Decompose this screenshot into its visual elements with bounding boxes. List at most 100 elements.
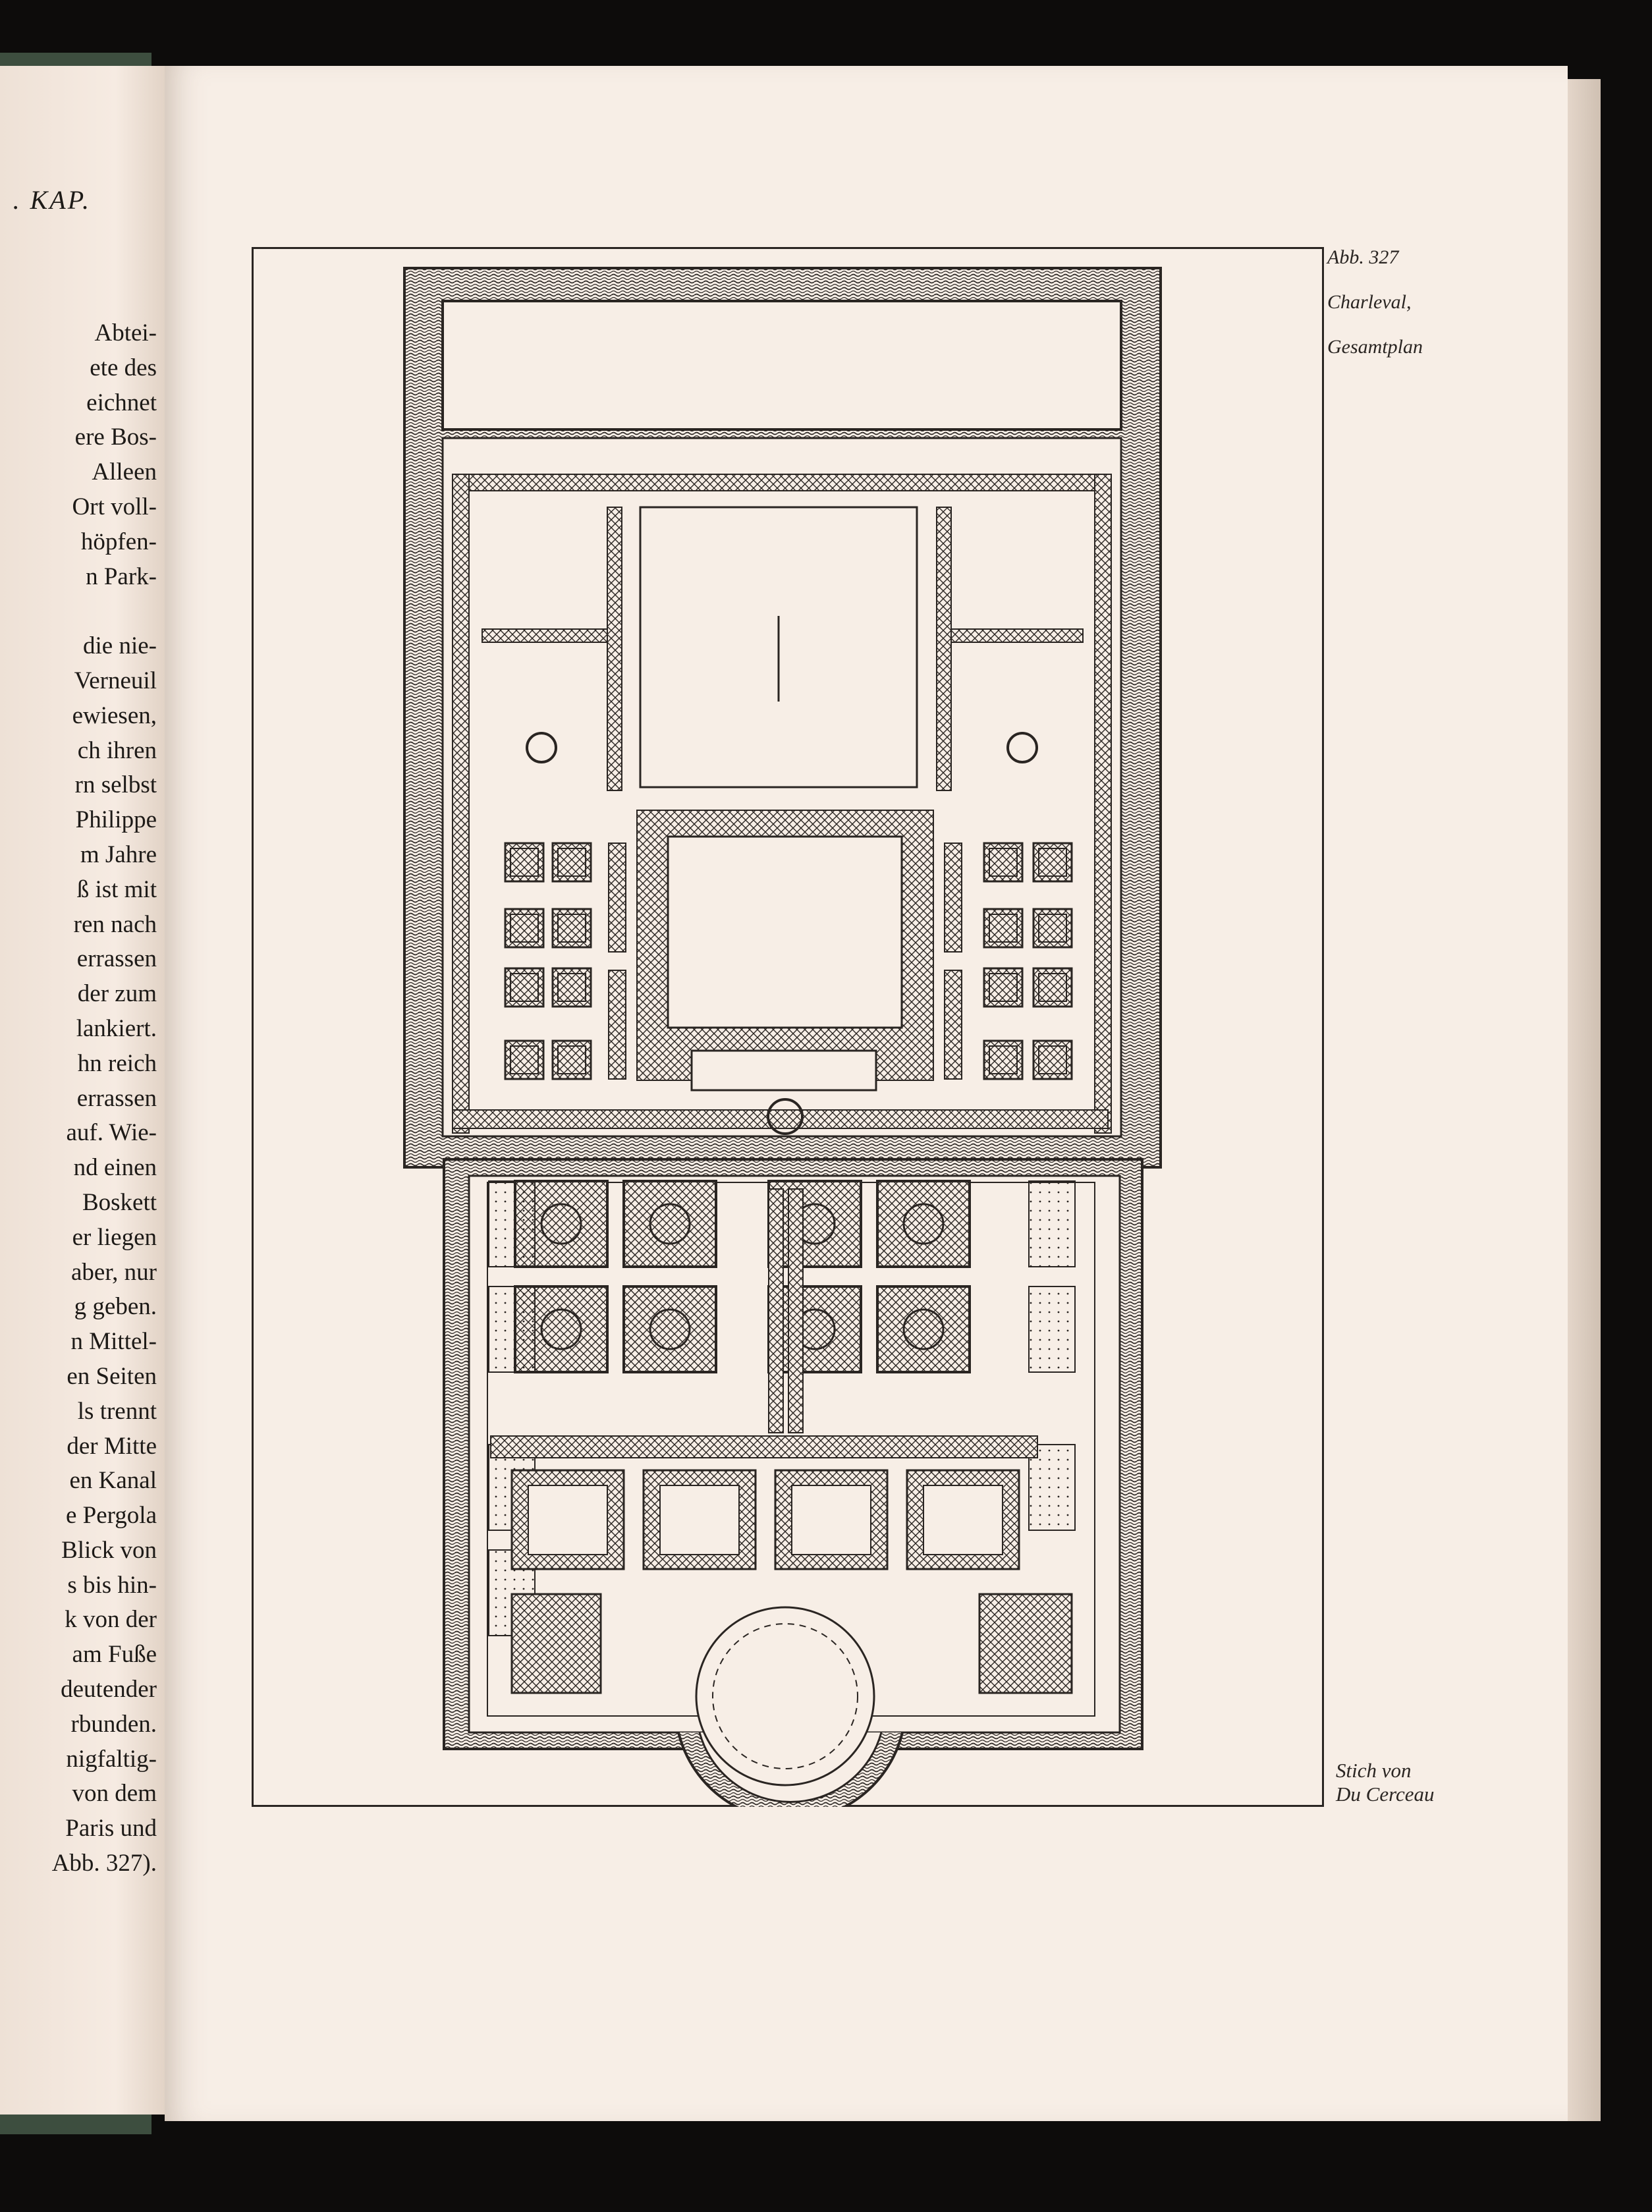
- text-line: von dem: [72, 1780, 157, 1808]
- text-line: deutender: [61, 1676, 157, 1703]
- knot-garden-center-5: [649, 1308, 691, 1350]
- plan-drawing: [403, 267, 1162, 1807]
- parterre-w-5-inner: [557, 973, 586, 1002]
- knot-garden-center-3: [902, 1203, 945, 1245]
- orchard-bed-2: [488, 1286, 536, 1373]
- text-line: k von der: [65, 1606, 157, 1634]
- text-line: am Fuße: [72, 1641, 157, 1669]
- text-line: rbunden.: [70, 1710, 157, 1738]
- text-line: Alleen: [92, 458, 157, 486]
- parterre-e-3-inner: [1038, 914, 1067, 943]
- text-line: errassen: [76, 945, 157, 973]
- inner-wing-e: [936, 507, 952, 791]
- central-alley-e: [788, 1188, 804, 1433]
- parterre-e-4: [983, 967, 1024, 1008]
- text-line: nigfaltig-: [66, 1745, 157, 1773]
- central-alley-w: [768, 1188, 784, 1433]
- parterre-w-1-inner: [557, 848, 586, 877]
- parterre-w-4-inner: [510, 973, 539, 1002]
- bed-se: [978, 1593, 1073, 1694]
- text-line: rn selbst: [74, 771, 157, 799]
- forecourt: [441, 300, 1122, 431]
- knot-garden-center-4: [540, 1308, 582, 1350]
- text-line: der Mitte: [67, 1432, 157, 1460]
- figure-title-line2: Gesamtplan: [1327, 336, 1423, 358]
- parterre-e-6-inner: [989, 1045, 1018, 1074]
- canal-walk: [490, 1435, 1038, 1458]
- square-parterre-inner-3: [923, 1485, 1003, 1555]
- parterre-w-1: [551, 842, 592, 883]
- knot-garden-3: [876, 1180, 971, 1268]
- text-line: g geben.: [74, 1293, 157, 1321]
- bed-w-1: [608, 843, 626, 953]
- knot-garden-6: [767, 1285, 862, 1373]
- text-line: en Kanal: [69, 1467, 157, 1495]
- text-line: s bis hin-: [67, 1571, 157, 1599]
- side-wing-e: [950, 628, 1084, 643]
- text-line: Paris und: [65, 1815, 157, 1842]
- text-line: hn reich: [77, 1049, 157, 1077]
- parterre-e-2: [983, 908, 1024, 949]
- bed-e-2: [944, 970, 962, 1080]
- side-wing-w: [482, 628, 608, 643]
- text-line: eichnet: [86, 389, 157, 416]
- text-line: aber, nur: [70, 1258, 157, 1286]
- text-line: ren nach: [73, 910, 157, 938]
- parterre-w-5: [551, 967, 592, 1008]
- rondel: [695, 1606, 875, 1786]
- text-line: n Mittel-: [70, 1328, 157, 1356]
- text-line: Abb. 327).: [51, 1850, 157, 1877]
- text-line: nd einen: [73, 1154, 157, 1182]
- text-line: Abtei-: [94, 319, 157, 346]
- knot-garden-5: [622, 1285, 717, 1373]
- figure-credit-line2: Du Cerceau: [1336, 1783, 1435, 1806]
- square-parterre-inner-2: [791, 1485, 871, 1555]
- orchard-bed-0: [488, 1180, 536, 1267]
- knot-garden-center-1: [649, 1203, 691, 1245]
- text-line: lankiert.: [76, 1014, 157, 1042]
- orchard-bed-5: [1028, 1444, 1076, 1531]
- text-line: höpfen-: [80, 528, 157, 555]
- parterre-e-7: [1032, 1039, 1073, 1080]
- text-line: Philippe: [75, 806, 157, 834]
- bed-w-2: [608, 970, 626, 1080]
- east-wing: [1094, 474, 1112, 1134]
- text-line: ete des: [90, 354, 157, 381]
- orchard-bed-3: [1028, 1286, 1076, 1373]
- knot-garden-1: [622, 1180, 717, 1268]
- parterre-e-5: [1032, 967, 1073, 1008]
- parterre-e-1-inner: [1038, 848, 1067, 877]
- parterre-w-6: [504, 1039, 545, 1080]
- square-parterre-inner-1: [659, 1485, 740, 1555]
- text-line: ls trennt: [77, 1397, 157, 1425]
- knot-garden-center-0: [540, 1203, 582, 1245]
- fountain-w: [526, 732, 557, 763]
- text-line: [52, 594, 157, 629]
- parterre-w-0: [504, 842, 545, 883]
- rondel-inner: [712, 1623, 858, 1769]
- inner-courtyard-passage: [690, 1049, 877, 1092]
- parterre-e-6: [983, 1039, 1024, 1080]
- parterre-e-1: [1032, 842, 1073, 883]
- parterre-w-2: [504, 908, 545, 949]
- figure-credit: Stich von Du Cerceau: [1336, 1759, 1435, 1806]
- chapter-heading: . KAP.: [13, 185, 91, 215]
- maze: [510, 1593, 602, 1694]
- parterre-e-7-inner: [1038, 1045, 1067, 1074]
- square-parterre-inner-0: [528, 1485, 608, 1555]
- inner-wing-w: [607, 507, 622, 791]
- fountain-e: [1006, 732, 1038, 763]
- parterre-w-3-inner: [557, 914, 586, 943]
- text-line: m Jahre: [80, 841, 157, 868]
- text-line: Blick von: [61, 1536, 157, 1564]
- text-line: ß ist mit: [76, 875, 157, 903]
- text-line: e Pergola: [65, 1502, 157, 1530]
- parterre-e-0-inner: [989, 848, 1018, 877]
- text-line: auf. Wie-: [66, 1119, 157, 1147]
- text-line: en Seiten: [67, 1362, 157, 1390]
- parterre-w-2-inner: [510, 914, 539, 943]
- figure-title-line1: Charleval,: [1327, 291, 1412, 313]
- garden-plan-illustration: [403, 267, 1162, 1807]
